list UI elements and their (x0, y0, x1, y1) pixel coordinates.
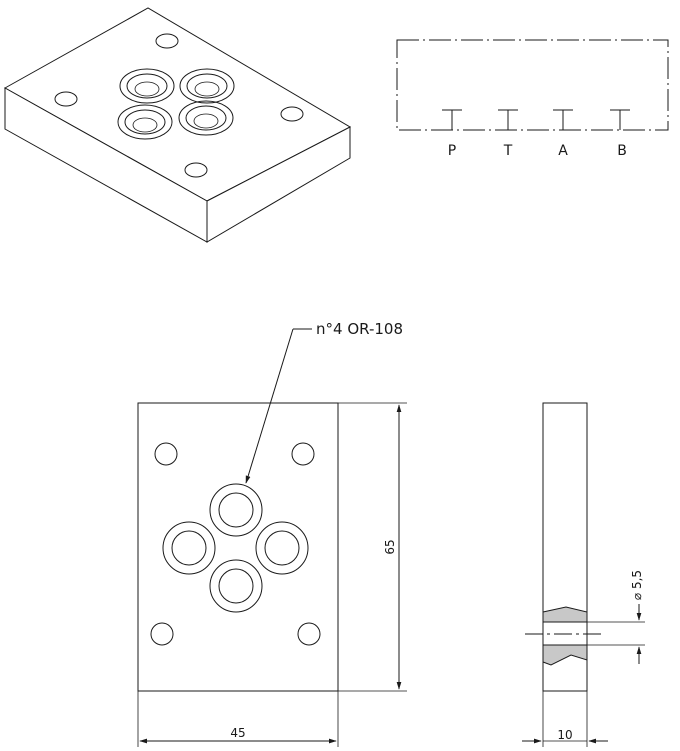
port-label-p: P (448, 143, 456, 159)
port-label-t: T (503, 143, 513, 159)
side-outline (542, 402, 588, 692)
thickness-dimension: 10 (522, 691, 608, 747)
iso-port-p (119, 68, 175, 104)
side-view: ⌀ 5,5 10 (522, 402, 645, 747)
port-symbol-a: A (553, 109, 573, 159)
iso-mounting-hole (54, 91, 78, 107)
iso-mounting-hole (155, 33, 179, 49)
port-top (209, 483, 263, 537)
port-symbol-t: T (498, 109, 518, 159)
port-symbol-p: P (442, 109, 462, 159)
height-dimension: 65 (338, 402, 407, 692)
front-view: n°4 OR-108 65 45 (137, 320, 407, 747)
oring-callout: n°4 OR-108 (245, 320, 403, 484)
mounting-hole (297, 622, 321, 646)
hydraulic-schematic: P T A B (396, 39, 669, 159)
mounting-hole (154, 442, 178, 466)
thickness-dim-text: 10 (557, 728, 572, 742)
mounting-hole (291, 442, 315, 466)
iso-port-t (179, 68, 235, 104)
port-symbol-b: B (610, 109, 630, 159)
diameter-dimension: ⌀ 5,5 (587, 570, 645, 664)
iso-mounting-hole (280, 106, 304, 122)
width-dim-text: 45 (230, 726, 245, 740)
iso-mounting-hole (184, 162, 208, 178)
mounting-hole (150, 622, 174, 646)
port-right (255, 521, 309, 575)
isometric-view (3, 7, 352, 243)
iso-port-a (117, 104, 173, 140)
port-label-b: B (617, 143, 627, 159)
iso-right-face (206, 126, 351, 243)
port-label-a: A (558, 143, 568, 159)
port-bottom (209, 559, 263, 613)
section-hatch-lower (542, 644, 588, 666)
height-dim-text: 65 (383, 539, 397, 554)
section-hatch-upper (542, 606, 588, 623)
width-dimension: 45 (137, 691, 339, 747)
port-left (162, 521, 216, 575)
plate-outline (137, 402, 339, 692)
oring-callout-text: n°4 OR-108 (316, 320, 403, 338)
iso-port-b (178, 100, 234, 136)
diameter-dim-text: ⌀ 5,5 (630, 570, 644, 600)
schematic-boundary (396, 39, 669, 131)
